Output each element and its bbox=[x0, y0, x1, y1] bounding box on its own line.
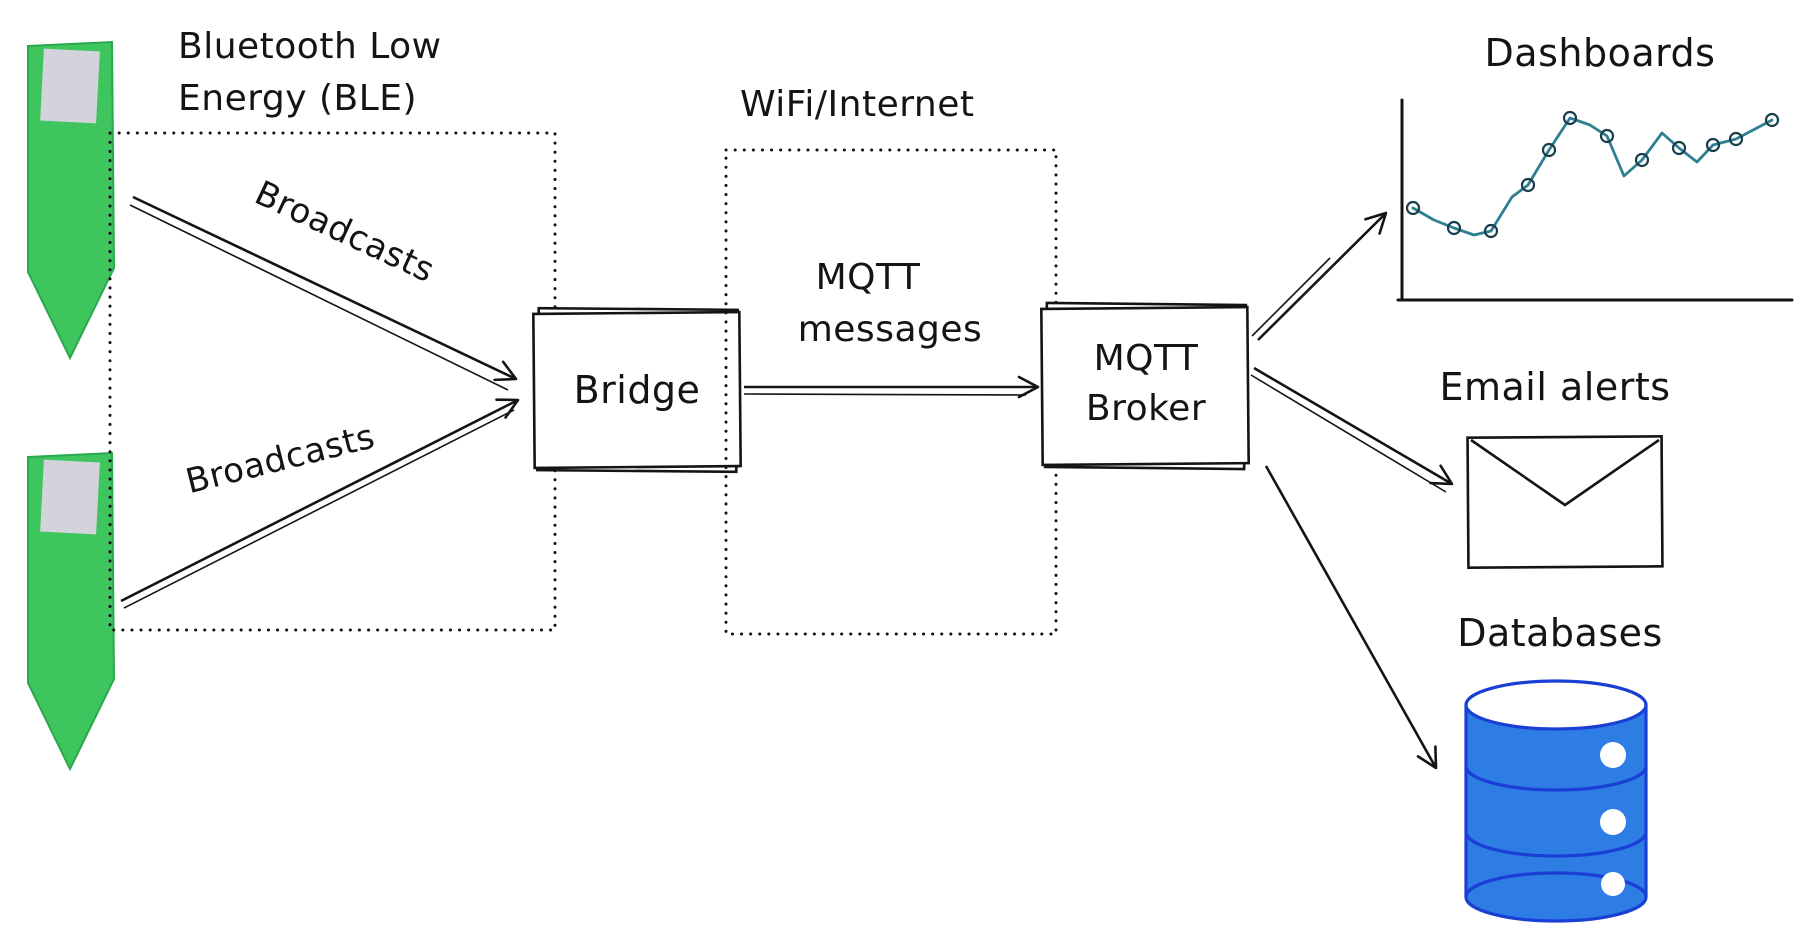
email-alerts-label: Email alerts bbox=[1439, 365, 1670, 409]
chart-series-line bbox=[1411, 116, 1774, 237]
beacon-screen bbox=[40, 48, 100, 124]
chart-data-points bbox=[1405, 110, 1780, 239]
ble-zone-title-line2: Energy (BLE) bbox=[178, 78, 417, 119]
ble-zone-title-line1: Bluetooth Low bbox=[178, 26, 442, 67]
broadcast-label-top: Broadcasts bbox=[249, 173, 441, 291]
broker-to-dashboards-arrow bbox=[1251, 211, 1388, 341]
mqtt-messages-arrow bbox=[743, 375, 1040, 399]
wifi-zone bbox=[724, 148, 1058, 636]
mqtt-messages-label-line2: messages bbox=[798, 309, 983, 350]
mqtt-broker-node: MQTT Broker bbox=[1040, 301, 1250, 471]
db-body bbox=[1466, 705, 1646, 897]
mqtt-broker-label-line1: MQTT bbox=[1094, 338, 1199, 379]
database-cylinder-icon bbox=[1464, 679, 1648, 923]
envelope-icon bbox=[1466, 435, 1664, 569]
broadcast-arrow-top bbox=[129, 195, 518, 391]
line-chart-icon bbox=[1396, 98, 1794, 302]
mqtt-messages-label-line1: MQTT bbox=[816, 257, 921, 298]
bridge-node: Bridge bbox=[532, 306, 742, 474]
ble-beacon-icon bbox=[27, 451, 116, 772]
db-highlight bbox=[1600, 742, 1626, 768]
envelope-flap bbox=[1470, 438, 1660, 507]
broker-to-email-arrow bbox=[1250, 366, 1454, 493]
broadcast-arrow-bottom bbox=[120, 398, 520, 609]
ble-zone bbox=[108, 131, 557, 632]
wifi-zone-title: WiFi/Internet bbox=[740, 84, 974, 125]
mqtt-broker-label-line2: Broker bbox=[1086, 388, 1206, 429]
db-highlight bbox=[1600, 809, 1626, 835]
broker-to-databases-arrow bbox=[1264, 465, 1438, 770]
db-top-lid bbox=[1464, 679, 1648, 731]
db-band-separator bbox=[1464, 765, 1648, 792]
beacon-screen bbox=[40, 459, 100, 535]
dashboards-label: Dashboards bbox=[1485, 31, 1716, 75]
bridge-label: Bridge bbox=[574, 368, 701, 412]
ble-beacon-icon bbox=[27, 40, 116, 361]
databases-label: Databases bbox=[1457, 611, 1663, 655]
db-highlight bbox=[1601, 872, 1625, 896]
db-band-separator bbox=[1464, 831, 1648, 858]
broadcast-label-bottom: Broadcasts bbox=[182, 417, 379, 503]
